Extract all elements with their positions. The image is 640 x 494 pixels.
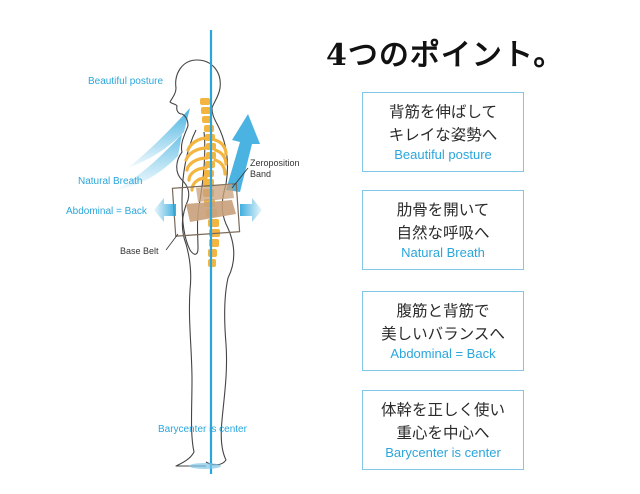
point-en: Barycenter is center <box>385 445 501 460</box>
point-jp-line1: 背筋を伸ばして <box>388 103 498 121</box>
point-jp-line2: 重心を中心へ <box>396 424 490 442</box>
posture-arrow <box>226 114 260 192</box>
point-box-abdominal: 腹筋と背筋で 美しいバランスへ Abdominal = Back <box>362 291 524 371</box>
point-box-posture: 背筋を伸ばして キレイな姿勢へ Beautiful posture <box>362 92 524 172</box>
breath-swoosh-lower <box>116 134 182 190</box>
breath-swoosh-upper <box>128 108 190 168</box>
point-en: Beautiful posture <box>394 147 492 162</box>
foot-shadow <box>189 463 221 469</box>
label-barycenter: Barycenter is center <box>158 424 247 435</box>
page-title: 4つのポイント。 <box>326 38 565 73</box>
point-jp-line1: 体幹を正しく使い <box>380 401 505 419</box>
point-jp-line2: 自然な呼吸へ <box>396 224 490 242</box>
point-jp-line1: 腹筋と背筋で <box>396 302 490 320</box>
label-zeroposition-band: Zeroposition Band <box>250 158 300 179</box>
label-beautiful-posture: Beautiful posture <box>88 76 164 87</box>
point-jp-line2: 美しいバランスへ <box>381 325 505 343</box>
point-box-breath: 肋骨を開いて 自然な呼吸へ Natural Breath <box>362 190 524 270</box>
ribcage <box>184 136 228 192</box>
label-abdominal-back: Abdominal = Back <box>66 206 147 217</box>
point-en: Natural Breath <box>401 245 485 260</box>
point-jp-line1: 肋骨を開いて <box>396 201 490 219</box>
abdominal-back-arrows <box>154 198 262 222</box>
label-natural-breath: Natural Breath <box>78 176 143 187</box>
label-base-belt: Base Belt <box>120 246 159 256</box>
point-en: Abdominal = Back <box>390 346 496 361</box>
point-box-barycenter: 体幹を正しく使い 重心を中心へ Barycenter is center <box>362 390 524 470</box>
point-jp-line2: キレイな姿勢へ <box>388 126 498 144</box>
